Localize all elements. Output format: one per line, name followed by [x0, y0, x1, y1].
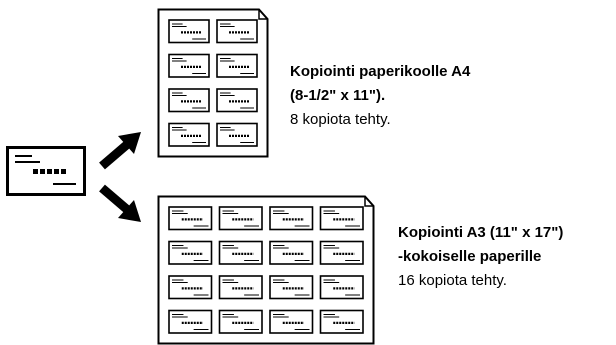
card-copy-icon [168, 53, 210, 78]
card-copy-icon [319, 206, 364, 231]
a3-title-line2: -kokoiselle paperille [398, 248, 542, 265]
a4-note: 8 kopiota tehty. [290, 111, 391, 128]
card-copy-icon [168, 19, 210, 44]
card-copy-icon [218, 206, 263, 231]
business-card-icon [6, 146, 86, 196]
card-copy-icon [168, 240, 213, 265]
card-copy-icon [168, 206, 213, 231]
card-copy-icon [269, 309, 314, 334]
card-copy-icon [319, 275, 364, 300]
card-copy-icon [216, 88, 258, 113]
card-copy-icon [168, 122, 210, 147]
card-copy-icon [168, 275, 213, 300]
card-copy-icon [319, 240, 364, 265]
a4-title-line1: Kopiointi paperikoolle A4 [290, 63, 471, 80]
card-copy-icon [216, 53, 258, 78]
a4-caption: Kopiointi paperikoolle A4 (8-1/2" x 11")… [290, 60, 470, 132]
a3-note: 16 kopiota tehty. [398, 272, 507, 289]
card-copy-icon [218, 240, 263, 265]
a3-title-line1: Kopiointi A3 (11" x 17") [398, 224, 564, 241]
card-copy-icon [269, 275, 314, 300]
a3-sheet-with-card-copies-icon [157, 195, 375, 345]
card-copy-icon [218, 275, 263, 300]
arrow-up-right-icon [96, 128, 144, 172]
card-copy-icon [319, 309, 364, 334]
card-copy-icon [269, 240, 314, 265]
card-copy-icon [168, 309, 213, 334]
card-copy-icon [216, 122, 258, 147]
a4-sheet-with-card-copies-icon [157, 8, 269, 158]
a3-caption: Kopiointi A3 (11" x 17") -kokoiselle pap… [398, 221, 563, 293]
card-copy-icon [168, 88, 210, 113]
a4-title-line2: (8-1/2" x 11"). [290, 87, 386, 104]
card-copy-icon [216, 19, 258, 44]
arrow-down-right-icon [96, 182, 144, 226]
card-copy-icon [269, 206, 314, 231]
card-copy-icon [218, 309, 263, 334]
